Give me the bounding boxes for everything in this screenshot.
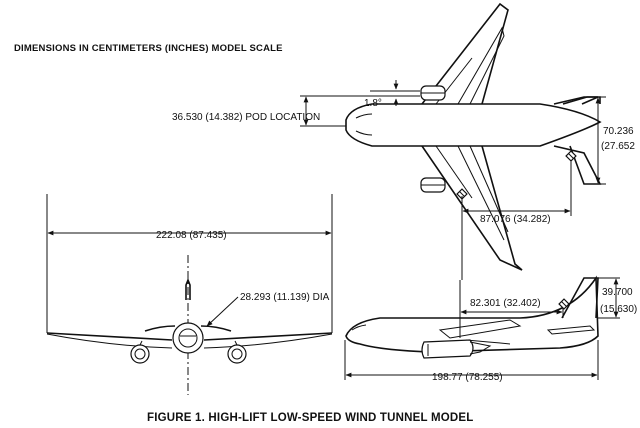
fuselage-diameter-label: 28.293 (11.139) DIA [240, 292, 330, 303]
wingspan-label: 222.08 (87.435) [156, 230, 227, 241]
figure-caption: FIGURE 1. HIGH-LIFT LOW-SPEED WIND TUNNE… [147, 412, 473, 424]
front-view [46, 194, 333, 395]
tail-height-inches-label: (15.630) [600, 304, 637, 315]
fuselage-length-label: 198.77 (78.255) [432, 372, 503, 383]
pod-angle-label: 1.8° [364, 98, 382, 109]
tail-arm-top-label: 87.076 (34.282) [480, 214, 551, 225]
tail-span-inches-label: (27.652 [601, 141, 635, 152]
top-view [300, 2, 606, 280]
tail-arm-side-label: 82.301 (32.402) [470, 298, 541, 309]
units-header: DIMENSIONS IN CENTIMETERS (INCHES) MODEL… [14, 43, 283, 54]
tail-height-label: 39.700 [602, 287, 633, 298]
pod-location-label: 36.530 (14.382) POD LOCATION [172, 112, 320, 123]
tail-span-label: 70.236 [603, 126, 634, 137]
side-view [344, 275, 620, 380]
